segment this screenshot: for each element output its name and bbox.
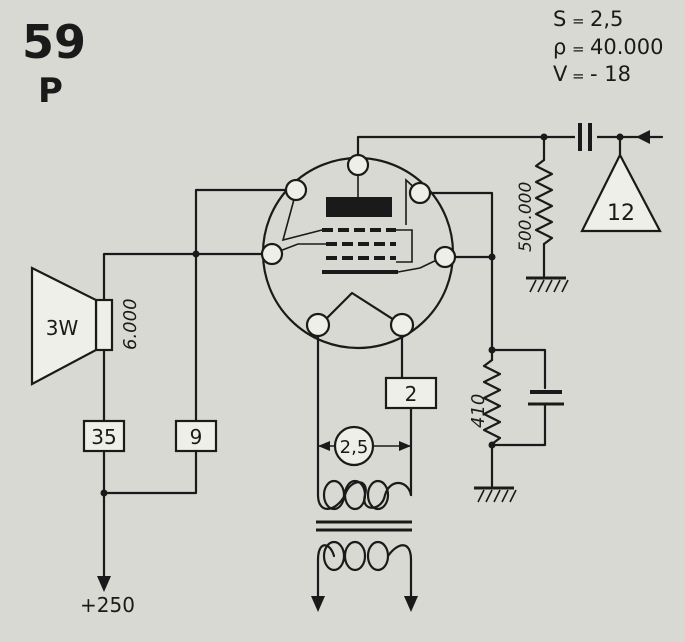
spec-v-key: V — [553, 62, 568, 86]
grid-wire — [356, 135, 622, 157]
spec-rho-sep: = — [572, 40, 585, 58]
spec-rho-key: ρ — [553, 35, 566, 59]
ground-cathode — [474, 486, 517, 503]
tube-grids — [322, 228, 398, 274]
pin-screen — [284, 178, 308, 202]
mains-arrow-right — [404, 596, 418, 612]
screen-wire — [194, 188, 288, 423]
pin-anode — [346, 153, 370, 177]
heater-voltage-label: 2,5 — [340, 437, 369, 458]
heater-voltage-circle — [333, 425, 375, 467]
spec-rho-value: 40.000 — [590, 35, 663, 59]
tube-anode — [326, 197, 392, 217]
plate-wire — [102, 252, 264, 302]
pin-grid — [408, 181, 432, 205]
pin-heater-left — [305, 312, 331, 338]
box-2-label: 2 — [405, 382, 418, 406]
tube-number: 59 — [22, 15, 86, 69]
spec-v-sep: = — [572, 67, 585, 85]
vacuum-tube — [260, 153, 457, 350]
speaker-icon: 3W — [30, 266, 98, 386]
box-35 — [82, 419, 126, 453]
transformer-label: 6.000 — [120, 298, 141, 350]
input-source-label: 12 — [607, 201, 635, 226]
tube-type: P — [38, 71, 63, 111]
box-2 — [384, 376, 438, 410]
spec-s-value: 2,5 — [590, 7, 623, 31]
pin-cathode — [433, 245, 457, 269]
cathode-resistor — [482, 358, 502, 446]
supply-arrow — [97, 576, 111, 592]
heater-transformer — [316, 479, 413, 572]
pin-plate — [260, 242, 284, 266]
box-35-label: 35 — [91, 425, 116, 449]
grid-resistor-label: 500.000 — [516, 182, 536, 252]
spec-s-key: S — [553, 7, 566, 31]
box-9-label: 9 — [190, 425, 203, 449]
pin-heater-right — [389, 312, 415, 338]
ground-grid — [526, 276, 569, 293]
spec-block: S = 2,5 ρ = 40.000 V = - 18 — [553, 7, 663, 86]
spec-v-value: - 18 — [590, 62, 631, 86]
grid-resistor — [534, 158, 554, 246]
grid-pin-wire — [428, 191, 494, 260]
output-transformer — [94, 298, 114, 352]
supply-label: +250 — [80, 593, 135, 617]
mains-arrow-left — [311, 596, 325, 612]
input-source-triangle — [580, 152, 662, 233]
spec-s-sep: = — [572, 12, 585, 30]
speaker-label: 3W — [46, 316, 79, 340]
cathode-resistor-label: 410 — [468, 394, 489, 428]
